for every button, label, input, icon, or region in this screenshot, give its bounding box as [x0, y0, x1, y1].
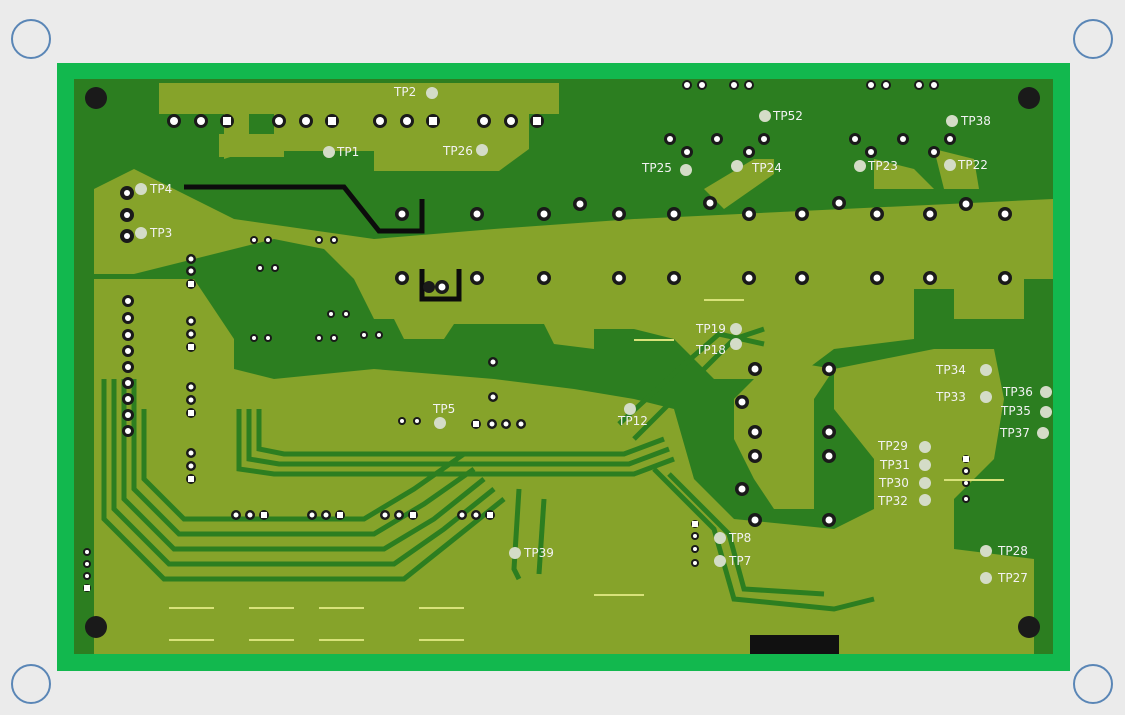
silkscreen-dots — [169, 299, 1004, 641]
tp12-label: TP12 — [617, 414, 648, 428]
highlighted-traces — [184, 184, 462, 302]
tp33-label: TP33 — [935, 390, 966, 404]
pcb-layout-svg: TP2 TP1 TP26 TP4 TP3 TP52 TP38 TP25 TP24… — [74, 79, 1053, 654]
corner-marker-top-right[interactable] — [1073, 19, 1113, 59]
tp8-label: TP8 — [728, 531, 751, 545]
edge-connector — [750, 635, 839, 654]
tp52-label: TP52 — [772, 109, 803, 123]
tp39-label: TP39 — [523, 546, 554, 560]
tp35-label: TP35 — [1000, 404, 1031, 418]
tp7-label: TP7 — [728, 554, 751, 568]
corner-marker-top-left[interactable] — [11, 19, 51, 59]
tp37-label: TP37 — [999, 426, 1030, 440]
tp27-label: TP27 — [997, 571, 1028, 585]
tp5-label: TP5 — [432, 402, 455, 416]
tp31-label: TP31 — [879, 458, 910, 472]
test-point-markers — [135, 87, 1052, 584]
tp18-label: TP18 — [695, 343, 726, 357]
pcb-board: TP2 TP1 TP26 TP4 TP3 TP52 TP38 TP25 TP24… — [74, 79, 1053, 654]
tp34-label: TP34 — [935, 363, 966, 377]
tp25-label: TP25 — [641, 161, 672, 175]
mounting-holes — [85, 87, 1040, 638]
through-hole-pads — [83, 80, 1012, 592]
tp38-label: TP38 — [960, 114, 991, 128]
tp32-label: TP32 — [877, 494, 908, 508]
tp30-label: TP30 — [878, 476, 909, 490]
tp26-label: TP26 — [442, 144, 473, 158]
tp23-label: TP23 — [867, 159, 898, 173]
corner-marker-bottom-left[interactable] — [11, 664, 51, 704]
tp28-label: TP28 — [997, 544, 1028, 558]
tp36-label: TP36 — [1002, 385, 1033, 399]
test-point-labels: TP2 TP1 TP26 TP4 TP3 TP52 TP38 TP25 TP24… — [149, 85, 1033, 585]
tp24-label: TP24 — [751, 161, 782, 175]
tp2-label: TP2 — [393, 85, 416, 99]
tp19-label: TP19 — [695, 322, 726, 336]
tp4-label: TP4 — [149, 182, 172, 196]
tp22-label: TP22 — [957, 158, 988, 172]
tp29-label: TP29 — [877, 439, 908, 453]
trace-bundles — [101, 326, 875, 612]
corner-marker-bottom-right[interactable] — [1073, 664, 1113, 704]
tp3-label: TP3 — [149, 226, 172, 240]
tp1-label: TP1 — [336, 145, 359, 159]
